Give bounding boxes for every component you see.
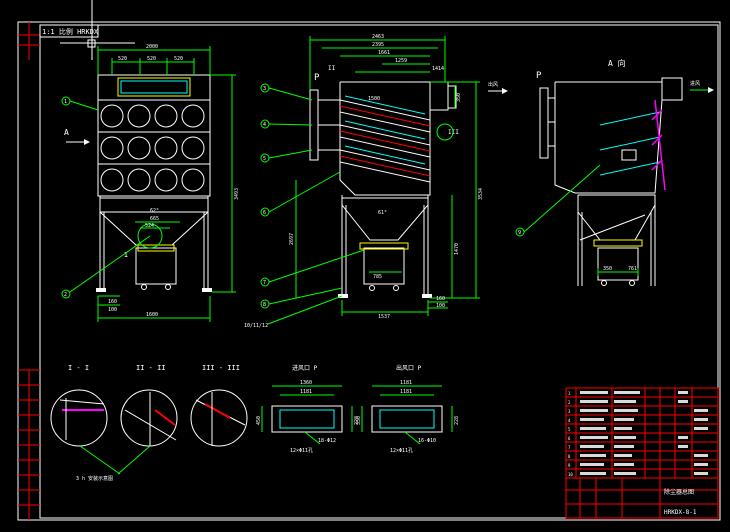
dim-right-bottom: 350 xyxy=(603,266,612,272)
front-view: 2000 520 520 520 3493 1600 160 100 62° 6… xyxy=(61,44,240,322)
section-2-title: II - II xyxy=(136,364,166,372)
tb-row-4: 4 xyxy=(568,418,571,423)
tb-row-1: 1 xyxy=(568,391,571,396)
right-view: 进风 350 761 9 A 向 P xyxy=(515,58,714,286)
dim-side-bottom: 1537 xyxy=(378,314,390,320)
dim-front-foot2: 100 xyxy=(108,307,117,313)
dim-front-foot: 160 xyxy=(108,299,117,305)
callout-3: 3 xyxy=(263,86,266,92)
outlet-arrow-label: 出风 xyxy=(488,81,498,88)
tb-drawing-title: HRKDX-8-1 xyxy=(664,509,697,516)
sheet-frame xyxy=(17,21,721,521)
tb-row-5: 5 xyxy=(568,427,571,432)
flange-inlet: 进风口 P 1360 1181 450 228 18-Φ12 12×Φ11孔 xyxy=(256,364,360,454)
dim-flange-in-left: 450 xyxy=(256,416,262,425)
dim-side-top: 2463 xyxy=(372,34,384,40)
section-1-title: I - I xyxy=(68,364,89,372)
callout-1: 1 xyxy=(64,99,67,105)
tb-product-name: 除尘器总图 xyxy=(664,488,694,496)
view-arrow-A: A xyxy=(64,128,69,137)
callout-2: 2 xyxy=(64,292,67,298)
dim-flange-out-top: 1181 xyxy=(400,380,412,386)
side-label-P: P xyxy=(314,73,320,83)
right-view-title: A 向 xyxy=(608,58,626,68)
dim-right-bottom2: 761 xyxy=(628,266,637,272)
callout-6: 6 xyxy=(263,210,266,216)
dim-side-lower: 1470 xyxy=(454,243,460,255)
section-note: 3 h 安装示意图 xyxy=(76,475,113,482)
right-label-P: P xyxy=(536,71,542,81)
dim-side-r2: 1500 xyxy=(368,96,380,102)
flange-in-note: 18-Φ12 xyxy=(318,438,336,444)
dim-side-mid: 2697 xyxy=(289,233,295,245)
dim-side-foot2: 100 xyxy=(436,303,445,309)
dim-front-width: 2000 xyxy=(146,44,158,50)
dim-flange-out-inner: 1181 xyxy=(400,389,412,395)
dim-side-angle: 61° xyxy=(378,210,387,216)
inner-frame xyxy=(39,24,719,519)
dim-side-foot: 160 xyxy=(436,296,445,302)
callout-4: 4 xyxy=(263,122,266,128)
dim-front-col2: 520 xyxy=(147,56,156,62)
dim-flange-in-inner: 1181 xyxy=(300,389,312,395)
side-label-II: II xyxy=(328,65,336,72)
dim-flange-out-right: 228 xyxy=(454,416,460,425)
header-tag-box xyxy=(39,24,99,38)
flange-outlet: 出风口 P 1181 1181 350 228 16-Φ10 12×Φ11孔 xyxy=(356,364,460,454)
section-3-title: III - III xyxy=(202,364,240,372)
front-section-I: I xyxy=(124,251,128,259)
flange-in-bolt: 12×Φ11孔 xyxy=(290,447,313,454)
title-block: 1 2 3 4 5 6 7 8 9 10 除尘器总图 HRKDX-8-1 xyxy=(565,387,719,519)
dim-front-height: 3493 xyxy=(234,188,240,200)
dim-flange-in-right: 228 xyxy=(354,416,360,425)
flange-out-title: 出风口 P xyxy=(396,364,422,372)
dim-side-top2: 2395 xyxy=(372,42,384,48)
callout-8: 8 xyxy=(263,302,266,308)
flange-in-title: 进风口 P xyxy=(292,364,318,372)
dim-side-hopper: 785 xyxy=(373,274,382,280)
tb-row-8: 8 xyxy=(568,454,571,459)
callout-9: 9 xyxy=(518,230,521,236)
dim-flange-out-left: 350 xyxy=(356,416,362,425)
tb-row-6: 6 xyxy=(568,436,571,441)
tb-row-2: 2 xyxy=(568,400,571,405)
flange-out-note: 16-Φ10 xyxy=(418,438,436,444)
dim-side-small: 1259 xyxy=(395,58,407,64)
side-view: 2463 2395 1661 1259 1414 1500 3534 2697 … xyxy=(244,34,508,329)
tb-row-10: 10 xyxy=(568,472,573,477)
callout-5: 5 xyxy=(263,156,266,162)
flange-out-bolt: 12×Φ11孔 xyxy=(390,447,413,454)
dim-flange-in-top: 1360 xyxy=(300,380,312,386)
left-strip xyxy=(18,22,40,520)
callout-10-12: 10/11/12 xyxy=(244,323,268,329)
inlet-arrow-label: 进风 xyxy=(690,80,700,87)
dim-front-angle: 62° xyxy=(150,208,159,214)
dim-side-inner: 350 xyxy=(456,93,462,102)
header-tag: 1:1 比例 HRKDX xyxy=(42,27,99,36)
dim-front-hopper: 665 xyxy=(150,216,159,222)
dim-side-right: 1414 xyxy=(432,66,444,72)
section-views: I - I II - II III - III 3 h 安装示意图 xyxy=(50,364,248,482)
callout-7: 7 xyxy=(263,280,266,286)
cursor-box xyxy=(87,39,96,48)
tb-row-9: 9 xyxy=(568,463,571,468)
side-label-III: III xyxy=(448,129,459,136)
dim-side-height: 3534 xyxy=(478,188,484,200)
dim-front-col1: 520 xyxy=(118,56,127,62)
dim-front-hopper2: 524 xyxy=(145,223,154,229)
tb-row-7: 7 xyxy=(568,445,571,450)
dim-side-top3: 1661 xyxy=(378,50,390,56)
dim-front-bottom: 1600 xyxy=(146,312,158,318)
dim-front-col3: 520 xyxy=(174,56,183,62)
tb-row-3: 3 xyxy=(568,409,571,414)
